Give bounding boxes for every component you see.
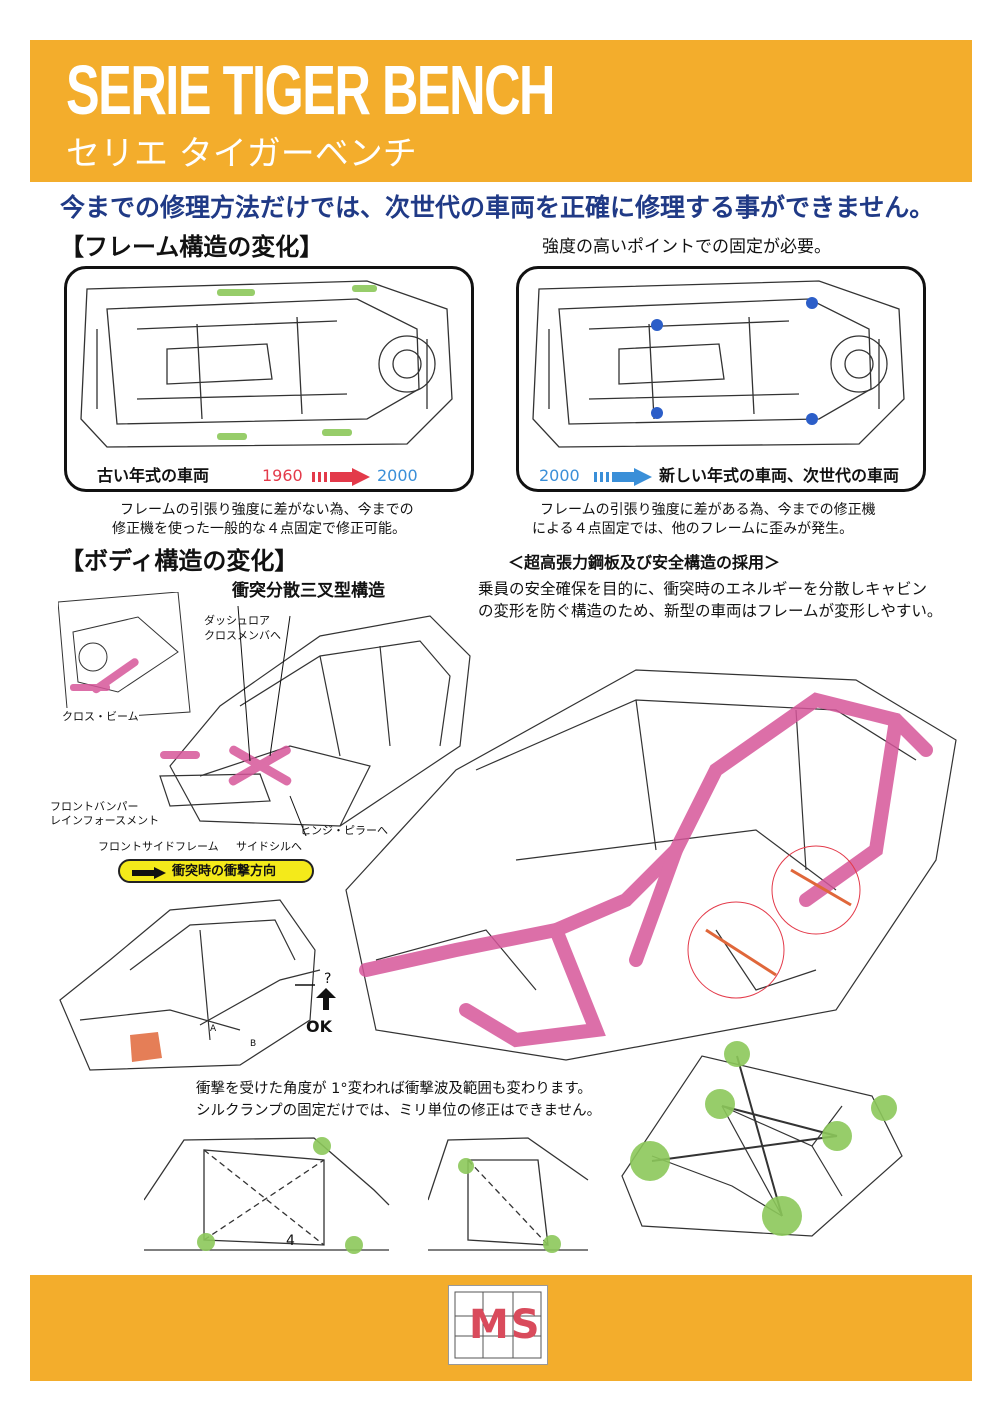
- label-dash: ダッシュロア: [204, 614, 270, 627]
- old-vehicle-label: 古い年式の車両: [97, 466, 210, 485]
- impact-direction-label: 衝突時の衝撃方向: [172, 864, 277, 879]
- label-cross-member: クロスメンバへ: [204, 629, 281, 642]
- label-reinforcement: レインフォースメント: [50, 814, 160, 827]
- old-frame-drawing: [80, 280, 453, 448]
- label-side-sill: サイドシルへ: [236, 840, 302, 853]
- arrow-up-icon: [316, 988, 336, 1010]
- engine-bay-drawing: [621, 1041, 903, 1237]
- new-caption-line1: フレームの引張り強度に差がある為、今までの修正機: [540, 502, 876, 518]
- new-vehicle-panel: 2000 新しい年式の車両、次世代の車両: [516, 266, 926, 492]
- label-front-side-frame: フロントサイドフレーム: [98, 840, 219, 853]
- tri-structure-car: [159, 605, 471, 836]
- label-point-b: B: [250, 1039, 257, 1049]
- year-1960: 1960: [262, 466, 303, 485]
- label-question: ?: [324, 971, 332, 987]
- body-section-title: 【ボディ構造の変化】: [60, 547, 299, 575]
- high-tensile-frame-car: [345, 669, 957, 1061]
- label-front-bumper: フロントバンパー: [50, 800, 139, 813]
- year-2000-left: 2000: [377, 466, 418, 485]
- new-caption-line2: による４点固定では、他のフレームに歪みが発生。: [532, 521, 854, 537]
- cross-beam-inset: [58, 592, 191, 721]
- title-japanese: セリエ タイガーベンチ: [66, 134, 417, 174]
- body-desc-line2: の変形を防ぐ構造のため、新型の車両はフレームが変形しやすい。: [478, 602, 943, 620]
- label-ok: OK: [306, 1017, 332, 1036]
- old-caption-line2: 修正機を使った一般的な４点固定で修正可能。: [112, 521, 406, 537]
- arrow-right-icon: [132, 867, 166, 879]
- impact-line1: 衝撃を受けた角度が 1°変われば衝撃波及範囲も変わります。: [196, 1081, 592, 1097]
- side-outline-left: [144, 1137, 390, 1254]
- blue-arrow-icon: [594, 468, 652, 486]
- frame-right-note: 強度の高いポイントでの固定が必要。: [542, 237, 831, 257]
- old-vehicle-panel: 古い年式の車両 1960 2000: [64, 266, 474, 492]
- sedan-impact-drawing: [59, 899, 321, 1071]
- label-hinge-pillar: ヒンジ・ピラーへ: [300, 824, 388, 837]
- title-english: SERIE TIGER BENCH: [66, 51, 555, 129]
- side-outline-right: [428, 1137, 589, 1253]
- label-cross-beam: クロス・ビーム: [62, 708, 139, 726]
- headline: 今までの修理方法だけでは、次世代の車両を正確に修理する事ができません。: [60, 193, 935, 222]
- impact-direction-pill: 衝突時の衝撃方向: [118, 859, 314, 883]
- frame-section-title: 【フレーム構造の変化】: [60, 233, 324, 261]
- new-vehicle-label: 新しい年式の車両、次世代の車両: [659, 466, 900, 485]
- ms-logo: MS: [448, 1285, 548, 1365]
- old-caption-line1: フレームの引張り強度に差がない為、今までの: [120, 502, 414, 518]
- body-subtitle: ＜超高張力鋼板及び安全構造の採用＞: [508, 553, 781, 572]
- label-num-4: 4: [286, 1233, 295, 1249]
- label-point-a: A: [210, 1024, 217, 1034]
- new-frame-drawing: [532, 280, 905, 448]
- red-arrow-icon: [312, 468, 370, 486]
- logo-mark: [454, 1291, 542, 1359]
- header-banner: SERIE TIGER BENCH セリエ タイガーベンチ: [30, 40, 972, 182]
- body-desc-line1: 乗員の安全確保を目的に、衝突時のエネルギーを分散しキャビン: [478, 580, 928, 598]
- logo-text: MS: [469, 1302, 542, 1348]
- diagram-title: 衝突分散三叉型構造: [232, 581, 385, 601]
- impact-line2: シルクランプの固定だけでは、ミリ単位の修正はできません。: [196, 1103, 602, 1119]
- year-2000-right: 2000: [539, 466, 580, 485]
